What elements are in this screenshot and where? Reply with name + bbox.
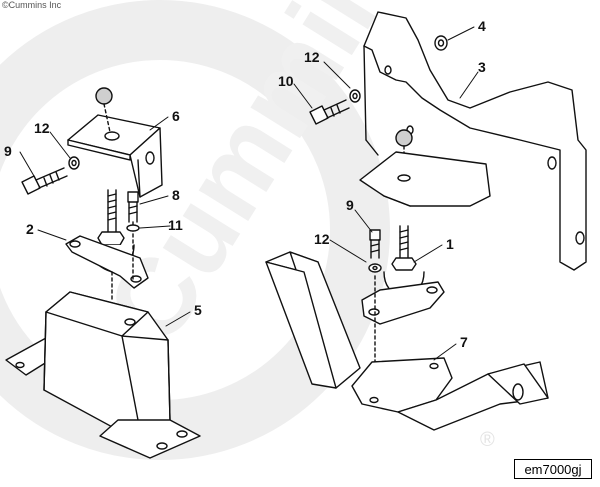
callout-2: 2 [26,221,34,237]
washer-12-right [368,263,382,273]
callout-12-right: 12 [314,231,330,247]
callout-12-top-right: 12 [304,49,320,65]
upper-bracket-part-6 [67,114,163,198]
callout-5: 5 [194,302,202,318]
frame-bracket-part-7 [265,251,549,431]
callout-12-left: 12 [34,120,50,136]
registered-mark: ® [480,429,495,451]
reference-code: em7000gj [514,459,592,479]
copyright-notice: ©Cummins Inc [2,0,62,10]
hatched-marker-left [95,87,113,133]
lower-support-bracket [359,151,491,207]
callout-labels: 6 12 9 2 8 11 5 4 3 12 10 1 9 12 7 [4,18,486,350]
isolator-mount-part-2 [65,189,149,301]
callout-9-left: 9 [4,143,12,159]
callout-4: 4 [478,18,486,34]
callout-6: 6 [172,108,180,124]
callout-1: 1 [446,236,454,252]
bolt-10 [309,99,350,125]
leader-lines [19,26,479,361]
callout-9-right: 9 [346,197,354,213]
callout-8: 8 [172,187,180,203]
pedestal-part-5 [5,291,201,459]
washer-12-left [68,156,80,170]
bolt-9-left [21,167,68,195]
engine-plate-part-3 [363,11,587,271]
callout-3: 3 [478,59,486,75]
callout-7: 7 [460,334,468,350]
callout-11: 11 [168,217,183,233]
washer-11 [126,224,140,232]
washer-12-top-right [349,89,361,103]
isolator-mount-part-1 [361,225,445,325]
callout-10: 10 [278,73,294,89]
washer-4 [434,35,448,51]
